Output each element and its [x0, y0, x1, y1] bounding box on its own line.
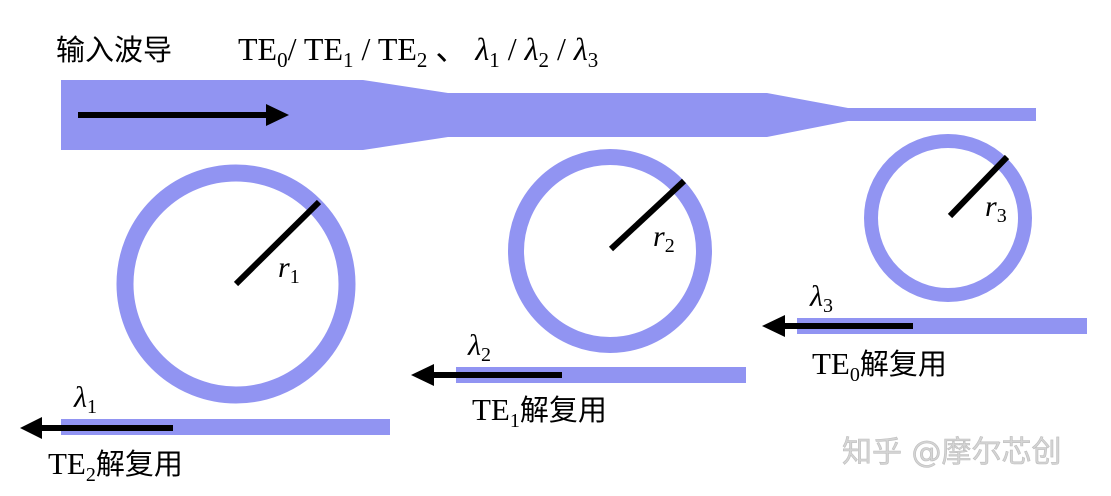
drop-waveguide-2 — [456, 367, 746, 383]
input-waveguide — [61, 80, 1036, 150]
radius-line-1 — [233, 199, 322, 287]
ring-resonator-2: r2 — [508, 149, 712, 353]
radius-line-3 — [947, 154, 1010, 219]
output-arrow-1-icon — [20, 417, 173, 439]
wavelength-label-1: λ1 — [73, 381, 97, 418]
output-arrow-3-icon — [762, 315, 913, 337]
output-label-2: TE1解复用 — [472, 392, 607, 432]
input-arrow-icon — [78, 104, 289, 126]
wavelength-label-2: λ2 — [467, 329, 491, 366]
ring-resonator-3: r3 — [864, 134, 1032, 302]
output-arrow-2-icon — [411, 364, 562, 386]
title-row: 输入波导 TE0/ TE1 / TE2 、 λ1 / λ2 / λ3 — [56, 31, 598, 72]
output-label-1: TE2解复用 — [48, 446, 183, 486]
modes-wavelengths-title: TE0/ TE1 / TE2 、 λ1 / λ2 / λ3 — [238, 31, 598, 72]
radius-line-2 — [608, 178, 687, 252]
wavelength-label-3: λ3 — [809, 280, 833, 317]
input-waveguide-label: 输入波导 — [56, 33, 172, 67]
ring-resonator-1: r1 — [116, 164, 356, 404]
output-label-3: TE0解复用 — [812, 346, 947, 386]
drop-waveguide-3 — [797, 318, 1087, 334]
radius-label-2: r2 — [653, 220, 675, 257]
radius-label-1: r1 — [278, 251, 300, 288]
radius-label-3: r3 — [985, 190, 1007, 227]
watermark: 知乎 @摩尔芯创 — [842, 435, 1062, 470]
